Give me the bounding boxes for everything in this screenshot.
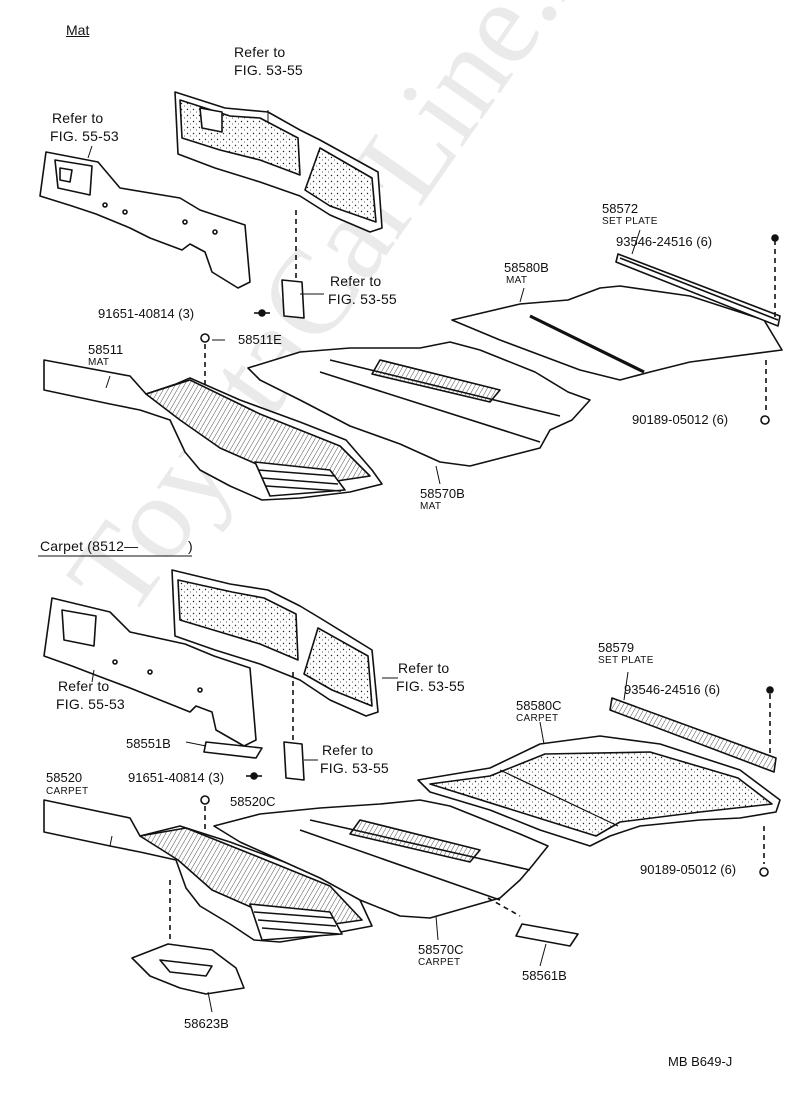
luggage-mat <box>451 285 783 381</box>
part-number-label: 58570C <box>418 942 464 957</box>
part-number-label: 58561B <box>522 968 567 983</box>
diagram-code: MB B649-J <box>668 1054 733 1069</box>
part-number-label: 91651-40814 (3) <box>128 770 225 785</box>
part-name-label: MAT <box>420 501 442 512</box>
fig-ref-label: FIG. 53-55 <box>328 291 397 307</box>
section-title-mat: Mat <box>66 22 90 38</box>
part-name-label: CARPET <box>418 957 461 968</box>
refer-to-label: Refer to <box>398 660 450 676</box>
dash-panel-carpet <box>171 569 379 717</box>
rear-floor-mat <box>247 341 591 467</box>
part-number-label: 58511E <box>238 332 282 347</box>
luggage-carpet <box>417 735 781 847</box>
part-number-label: 90189-05012 (6) <box>632 412 729 427</box>
fig-ref-label: FIG. 53-55 <box>396 678 465 694</box>
front-floor-mat <box>43 359 383 501</box>
fig-ref-label: FIG. 53-55 <box>320 760 389 776</box>
section-title-carpet: Carpet (8512— <box>40 538 139 554</box>
refer-to-label: Refer to <box>322 742 374 758</box>
fig-ref-label: FIG. 55-53 <box>56 696 125 712</box>
section-title-carpet-close: ) <box>188 538 193 554</box>
part-name-label: CARPET <box>516 713 559 724</box>
part-number-label: 93546-24516 (6) <box>616 234 713 249</box>
part-number-label: 90189-05012 (6) <box>640 862 737 877</box>
part-number-label: 58579 <box>598 640 635 655</box>
part-number-label: 58623B <box>184 1016 229 1031</box>
fig-ref-label: FIG. 53-55 <box>234 62 303 78</box>
refer-to-label: Refer to <box>58 678 110 694</box>
part-number-label: 58551B <box>126 736 171 751</box>
part-number-label: 58580C <box>516 698 562 713</box>
part-number-label: 58580B <box>504 260 549 275</box>
part-number-label: 58520C <box>230 794 276 809</box>
part-name-label: MAT <box>88 357 110 368</box>
rear-floor-carpet <box>213 799 549 919</box>
refer-to-label: Refer to <box>330 273 382 289</box>
part-number-label: 93546-24516 (6) <box>624 682 721 697</box>
part-name-label: SET PLATE <box>598 655 654 666</box>
refer-to-label: Refer to <box>234 44 286 60</box>
fig-ref-label: FIG. 55-53 <box>50 128 119 144</box>
dash-panel-mat <box>174 91 383 233</box>
part-name-label: CARPET <box>46 786 89 797</box>
front-floor-carpet <box>43 799 373 943</box>
part-number-label: 91651-40814 (3) <box>98 306 195 321</box>
part-name-label: MAT <box>506 275 528 286</box>
part-number-label: 58570B <box>420 486 465 501</box>
refer-to-label: Refer to <box>52 110 104 126</box>
part-number-label: 58572 <box>602 201 639 216</box>
part-name-label: SET PLATE <box>602 216 658 227</box>
part-number-label: 58511 <box>88 342 124 357</box>
part-number-label: 58520 <box>46 770 83 785</box>
dash-insulator-left-mat <box>39 151 251 289</box>
